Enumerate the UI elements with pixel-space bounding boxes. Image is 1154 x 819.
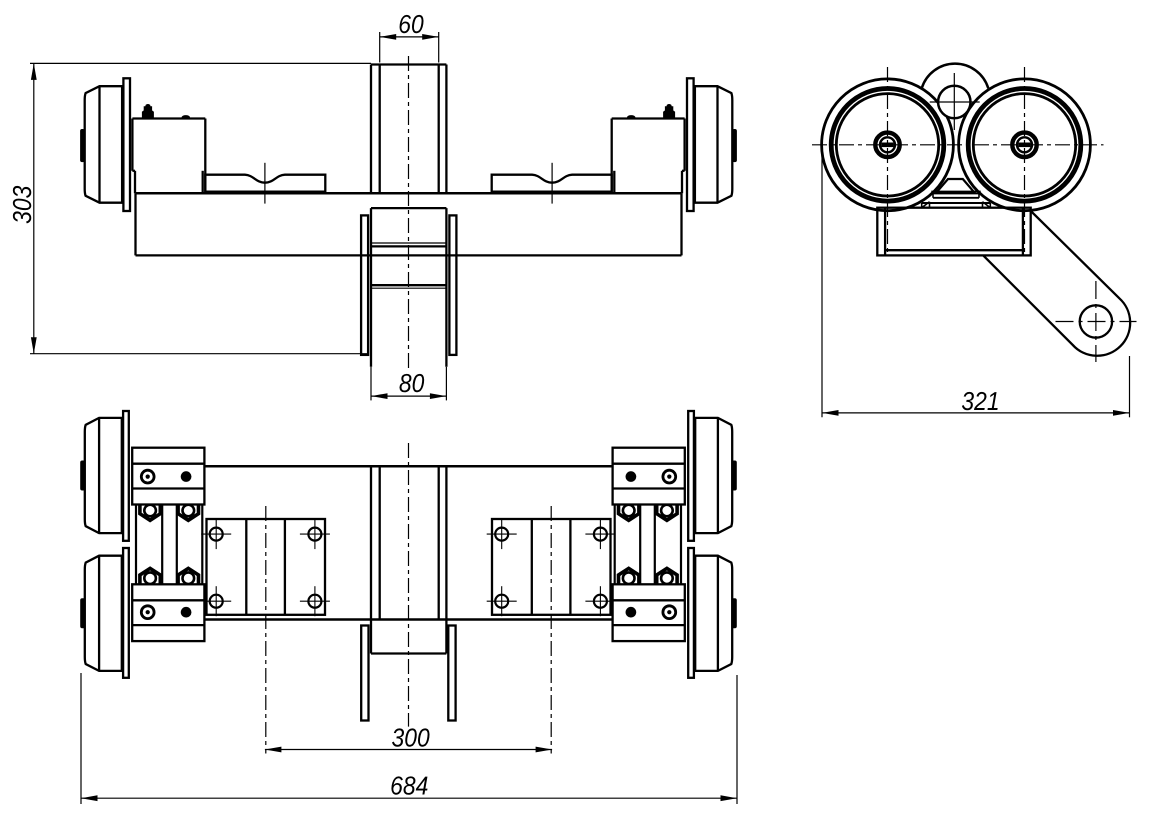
svg-text:300: 300 bbox=[392, 722, 431, 752]
svg-text:321: 321 bbox=[961, 386, 999, 416]
svg-text:60: 60 bbox=[398, 9, 424, 39]
svg-text:303: 303 bbox=[7, 185, 37, 224]
svg-text:684: 684 bbox=[390, 770, 428, 800]
svg-text:80: 80 bbox=[399, 368, 425, 398]
